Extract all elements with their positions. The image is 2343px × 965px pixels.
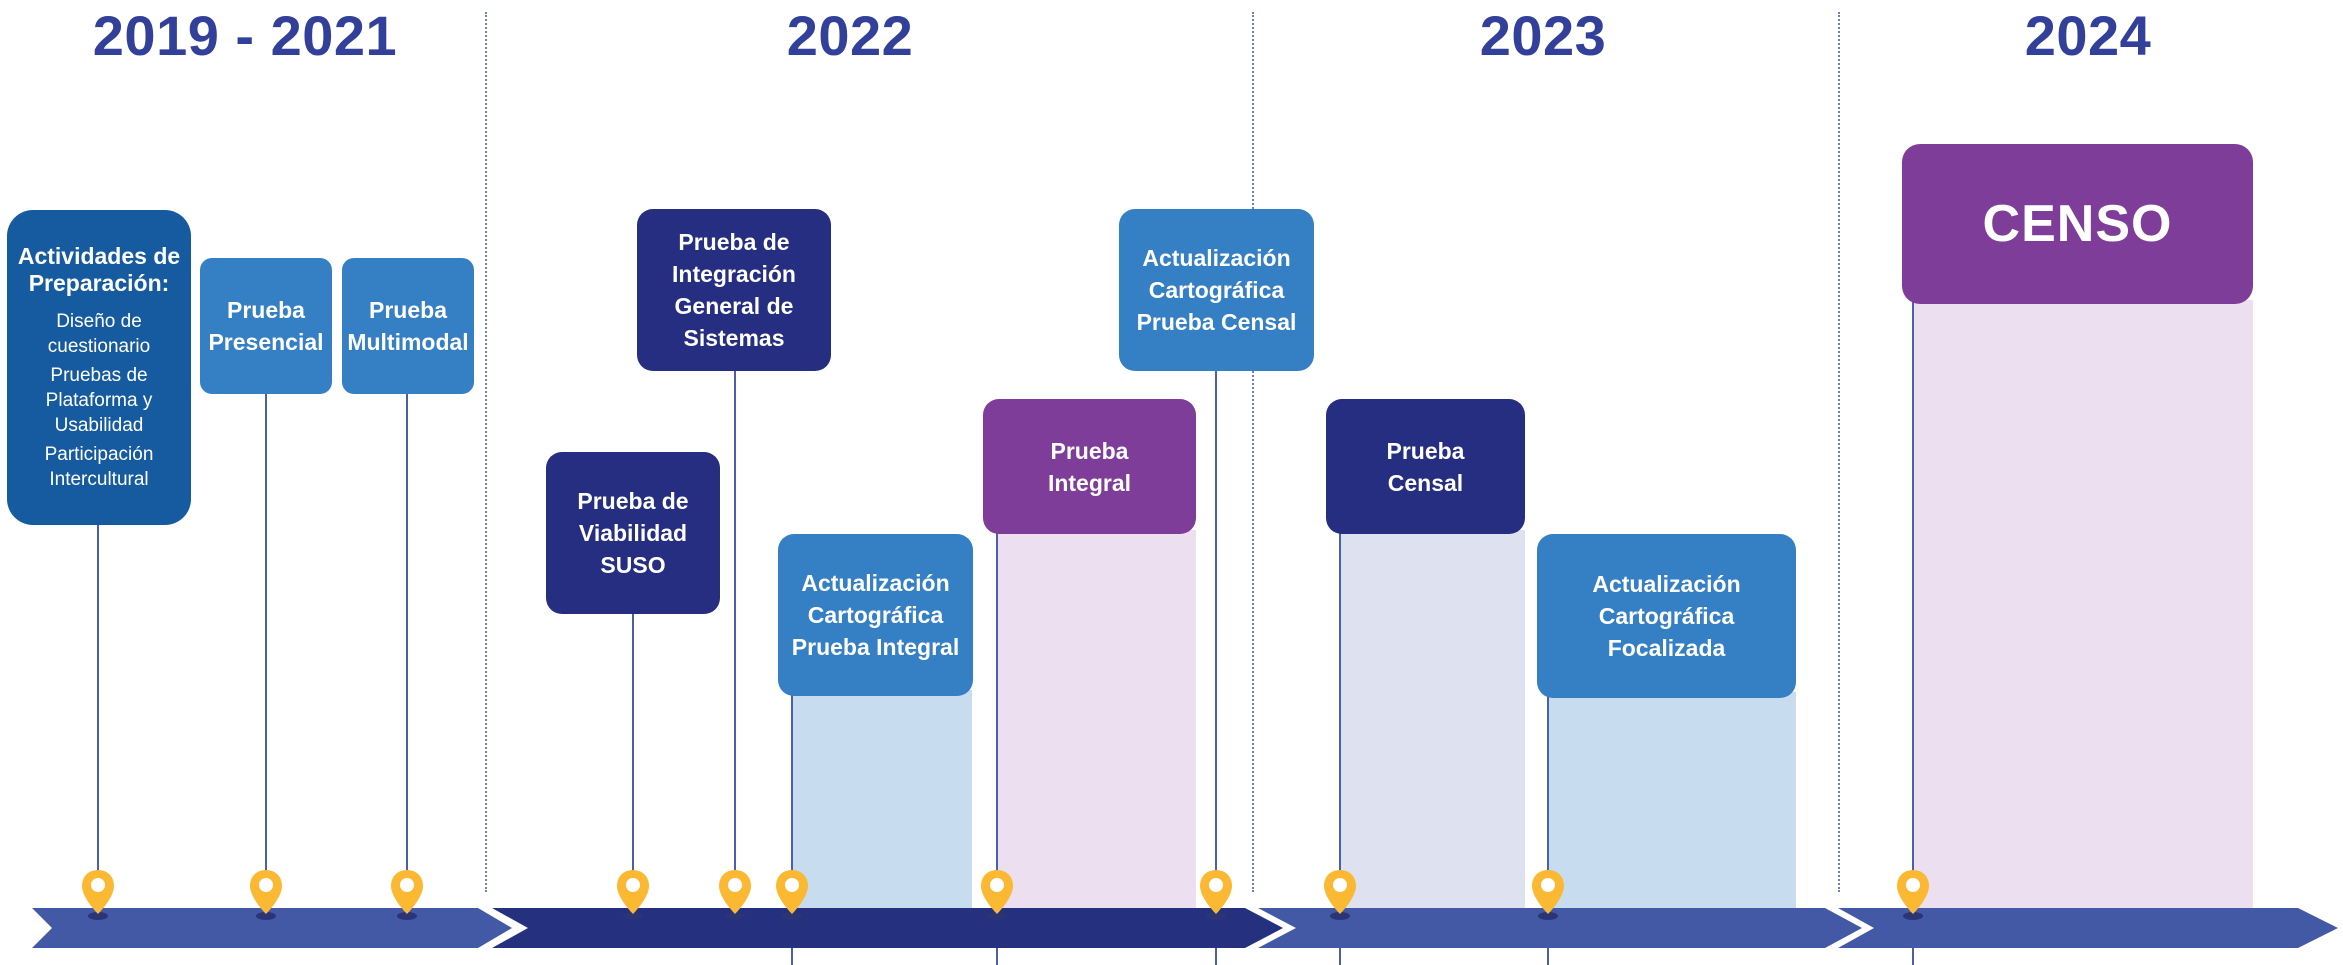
- milestone-actualizacion-cartografica-prueba-integral: Actualización Cartográfica Prueba Integr…: [778, 534, 973, 696]
- stem-line: [265, 393, 267, 900]
- map-pin-icon: [1200, 870, 1232, 920]
- map-pin-icon: [1532, 870, 1564, 920]
- milestone-prueba-multimodal: Prueba Multimodal: [342, 258, 474, 394]
- period-label-2024: 2024: [2024, 4, 2152, 67]
- stem-line: [1339, 533, 1341, 965]
- milestone-actualizacion-cartografica-focalizada: Actualización Cartográfica Focalizada: [1537, 534, 1796, 698]
- period-label-2019-2021: 2019 - 2021: [92, 4, 398, 67]
- preparation-title: Actividades de Preparación:: [17, 243, 181, 296]
- map-pin-icon: [391, 870, 423, 920]
- duration-shade-actualizacion-prueba-integral: [792, 690, 972, 920]
- milestone-actualizacion-cartografica-prueba-censal: Actualización Cartográfica Prueba Censal: [1119, 209, 1314, 371]
- map-pin-icon: [719, 870, 751, 920]
- preparation-activities-box: Actividades de Preparación: Diseño de cu…: [7, 210, 191, 525]
- duration-shade-prueba-integral: [996, 530, 1196, 920]
- milestone-prueba-integral: Prueba Integral: [983, 399, 1196, 534]
- duration-shade-actualizacion-focalizada: [1548, 692, 1796, 920]
- stem-line: [406, 393, 408, 900]
- map-pin-icon: [617, 870, 649, 920]
- milestone-prueba-integracion-sistemas: Prueba de Integración General de Sistema…: [637, 209, 831, 371]
- period-label-2022: 2022: [786, 4, 914, 67]
- stem-line: [791, 695, 793, 965]
- preparation-item: Participación Intercultural: [44, 444, 154, 490]
- preparation-item: Diseño de cuestionario: [47, 311, 151, 357]
- milestone-prueba-presencial: Prueba Presencial: [200, 258, 332, 394]
- stem-line: [1912, 300, 1914, 965]
- milestone-prueba-viabilidad-suso: Prueba de Viabilidad SUSO: [546, 452, 720, 614]
- stem-line: [1215, 370, 1217, 965]
- period-divider: [485, 12, 487, 892]
- duration-shade-censo: [1913, 300, 2253, 920]
- period-divider: [1838, 12, 1840, 892]
- stem-line: [632, 612, 634, 900]
- stem-line: [734, 370, 736, 900]
- period-label-2023: 2023: [1479, 4, 1607, 67]
- stem-line: [1547, 695, 1549, 965]
- map-pin-icon: [250, 870, 282, 920]
- duration-shade-prueba-censal: [1340, 530, 1525, 920]
- map-pin-icon: [981, 870, 1013, 920]
- preparation-item: Pruebas de Plataforma y Usabilidad: [45, 365, 153, 436]
- period-divider: [1252, 12, 1254, 892]
- map-pin-icon: [1897, 870, 1929, 920]
- timeline-arrow: [32, 908, 2338, 948]
- milestone-censo: CENSO: [1902, 144, 2253, 304]
- stem-line: [996, 533, 998, 965]
- milestone-prueba-censal: Prueba Censal: [1326, 399, 1525, 534]
- map-pin-icon: [82, 870, 114, 920]
- stem-line: [97, 520, 99, 900]
- map-pin-icon: [1324, 870, 1356, 920]
- map-pin-icon: [776, 870, 808, 920]
